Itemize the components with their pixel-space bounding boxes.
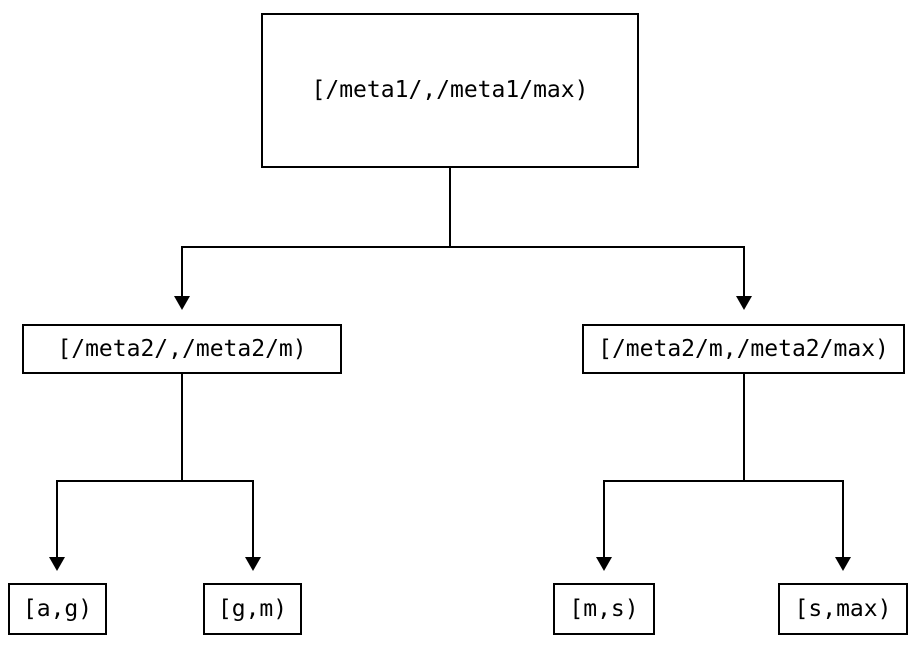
arrowhead-down-icon — [596, 557, 612, 571]
node-leaf-s-max: [s,max) — [778, 583, 908, 635]
node-leaf-a-g: [a,g) — [8, 583, 107, 635]
node-root: [/meta1/,/meta1/max) — [261, 13, 639, 168]
arrowhead-down-icon — [835, 557, 851, 571]
arrowhead-down-icon — [49, 557, 65, 571]
arrowhead-down-icon — [245, 557, 261, 571]
node-meta2-right: [/meta2/m,/meta2/max) — [582, 324, 905, 374]
node-leaf-g-m: [g,m) — [203, 583, 302, 635]
arrowhead-down-icon — [736, 296, 752, 310]
node-leaf-m-s: [m,s) — [553, 583, 655, 635]
arrowhead-down-icon — [174, 296, 190, 310]
node-meta2-left: [/meta2/,/meta2/m) — [22, 324, 342, 374]
